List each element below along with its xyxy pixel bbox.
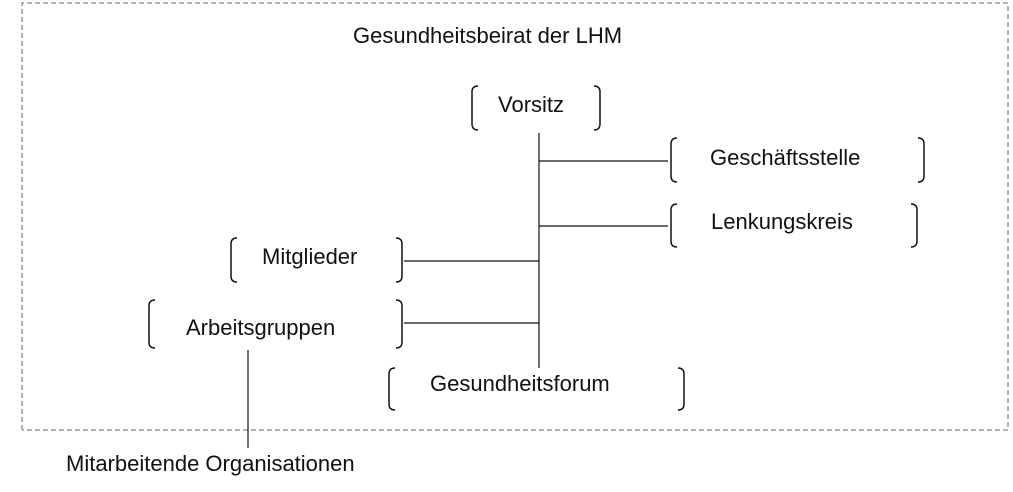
bracket-right [917, 137, 925, 183]
bracket-left [148, 299, 156, 349]
node-label-vorsitz: Vorsitz [498, 92, 564, 117]
node-lenkungskreis: Lenkungskreis [670, 203, 918, 248]
board-title: Gesundheitsbeirat der LHM [353, 23, 622, 48]
bracket-left [230, 237, 238, 283]
external-organisations-label: Mitarbeitende Organisationen [66, 451, 355, 476]
bracket-right [910, 203, 918, 248]
node-label-lenkungskreis: Lenkungskreis [711, 209, 853, 234]
bracket-left [670, 203, 678, 248]
node-mitglieder: Mitglieder [230, 237, 403, 283]
node-label-geschaeftsstelle: Geschäftsstelle [710, 145, 860, 170]
connector-lines [247, 133, 668, 448]
bracket-left [471, 85, 479, 131]
node-label-mitglieder: Mitglieder [262, 244, 357, 269]
board-boundary-frame [21, 2, 1009, 431]
node-arbeitsgruppen: Arbeitsgruppen [148, 299, 403, 349]
bracket-right [677, 367, 685, 411]
node-label-arbeitsgruppen: Arbeitsgruppen [186, 315, 335, 340]
node-geschaeftsstelle: Geschäftsstelle [670, 137, 925, 183]
bracket-right [395, 299, 403, 349]
bracket-left [670, 137, 678, 183]
node-vorsitz: Vorsitz [471, 85, 601, 131]
bracket-right [395, 237, 403, 283]
bracket-right [593, 85, 601, 131]
node-gesundheitsforum: Gesundheitsforum [388, 367, 685, 411]
node-label-gesundheitsforum: Gesundheitsforum [430, 371, 610, 396]
bracket-left [388, 367, 396, 411]
